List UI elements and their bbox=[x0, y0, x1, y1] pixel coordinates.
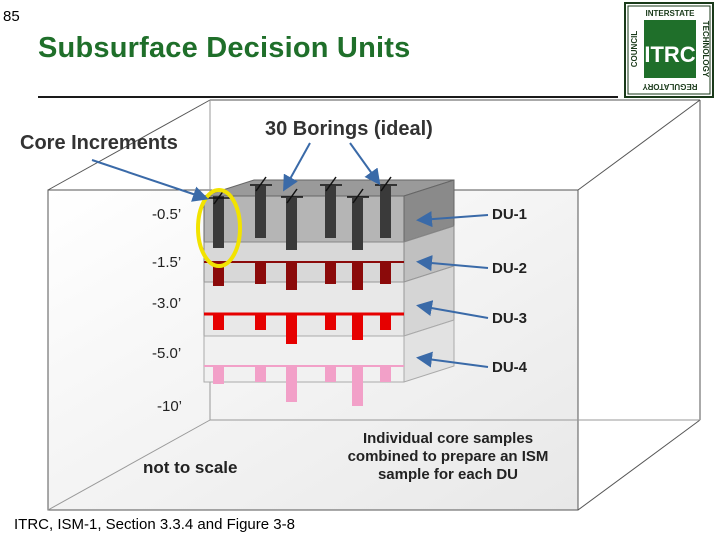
scale-note: not to scale bbox=[143, 458, 238, 477]
annotation-arrows bbox=[91, 142, 489, 368]
title-divider bbox=[38, 96, 618, 98]
du-2-cores bbox=[213, 262, 391, 290]
depth-label: -0.5’ bbox=[152, 206, 182, 223]
du-label: DU-4 bbox=[492, 359, 528, 376]
depth-label: -3.0’ bbox=[152, 295, 182, 312]
citation: ITRC, ISM-1, Section 3.3.4 and Figure 3-… bbox=[14, 516, 295, 533]
du-1-cores bbox=[208, 176, 397, 250]
du-label: DU-1 bbox=[492, 206, 528, 223]
depth-label: -1.5’ bbox=[152, 254, 182, 271]
svg-text:COUNCIL: COUNCIL bbox=[630, 31, 639, 68]
svg-text:REGULATORY: REGULATORY bbox=[642, 82, 698, 91]
borings-label: 30 Borings (ideal) bbox=[265, 118, 433, 140]
svg-text:ITRC: ITRC bbox=[644, 42, 695, 67]
svg-text:INTERSTATE: INTERSTATE bbox=[645, 9, 695, 18]
ism-note: Individual core samples combined to prep… bbox=[347, 430, 549, 483]
slide-title: Subsurface Decision Units bbox=[38, 32, 411, 64]
highlight-ellipse bbox=[196, 188, 242, 268]
depth-label: -10’ bbox=[157, 398, 183, 415]
svg-text:TECHNOLOGY: TECHNOLOGY bbox=[701, 21, 710, 78]
core-increments-label: Core Increments bbox=[20, 132, 178, 154]
itrc-logo: ITRC INTERSTATE REGULATORY COUNCIL TECHN… bbox=[624, 2, 714, 98]
du-4-cores bbox=[213, 366, 391, 406]
du-3-cores bbox=[213, 314, 391, 344]
slide-number: 85 bbox=[3, 8, 20, 25]
du-label: DU-2 bbox=[492, 260, 528, 277]
du-label: DU-3 bbox=[492, 310, 528, 327]
depth-label: -5.0’ bbox=[152, 345, 182, 362]
du-4-layer bbox=[203, 319, 455, 383]
